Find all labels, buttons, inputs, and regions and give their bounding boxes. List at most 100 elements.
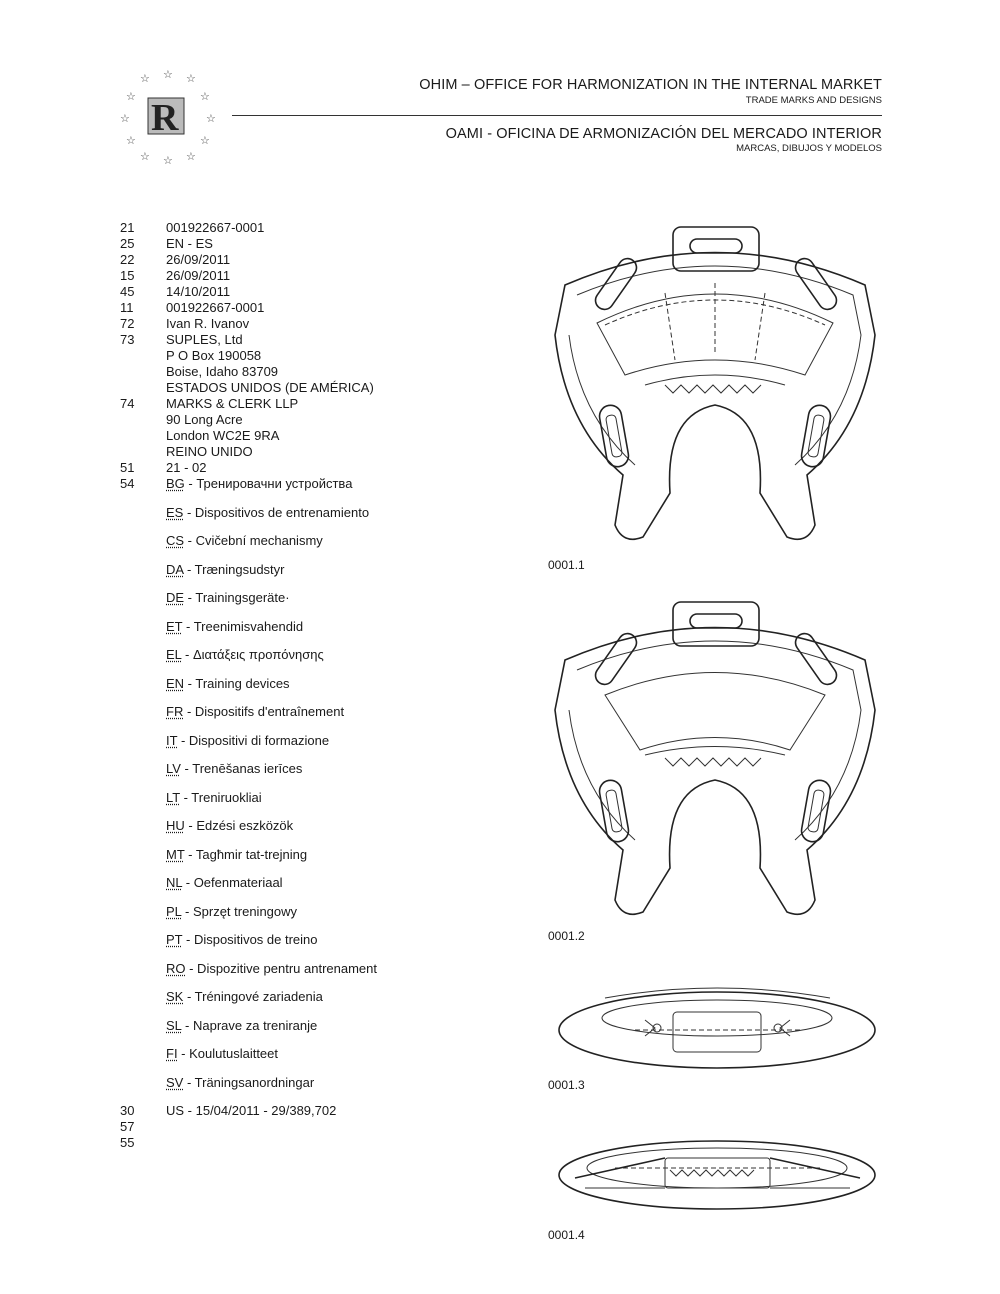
lang-item-pl: PL - Sprzęt treningowy	[166, 904, 297, 920]
lang-text: - Dispositifs d'entraînement	[183, 704, 345, 719]
field-code-55: 55	[120, 1135, 135, 1150]
lang-item-da: DA - Træningsudstyr	[166, 562, 285, 578]
field-code-30: 30	[120, 1103, 135, 1118]
lang-code: SL	[166, 1018, 182, 1033]
lang-item-fr: FR - Dispositifs d'entraînement	[166, 704, 344, 720]
lang-item-nl: NL - Oefenmateriaal	[166, 875, 283, 891]
figure-label-0001-3: 0001.3	[548, 1078, 585, 1092]
holder-line-3: Boise, Idaho 83709	[166, 364, 279, 379]
lang-item-sk: SK - Tréningové zariadenia	[166, 989, 323, 1005]
filing-date: 26/09/2011	[166, 252, 231, 267]
lang-code: IT	[166, 733, 178, 748]
lang-code: FR	[166, 704, 184, 719]
designer-name: Ivan R. Ivanov	[166, 316, 250, 331]
logo-emblem-icon: ☆ ☆ ☆ ☆ ☆ ☆ ☆ ☆ ☆ ☆ ☆ ☆ R	[120, 69, 216, 167]
lang-text: - Dispozitive pentru antrenament	[185, 961, 377, 976]
lang-item-sv: SV - Träningsanordningar	[166, 1075, 314, 1091]
lang-code: LV	[166, 761, 181, 776]
field-code-22: 22	[120, 252, 135, 267]
lang-text: - Koulutuslaitteet	[177, 1046, 279, 1061]
lang-text: - Training devices	[184, 676, 290, 691]
lang-text: - Treniruokliai	[179, 790, 262, 805]
locarno-class: 21 - 02	[166, 460, 207, 475]
lang-item-bg: BG - Тренировачни устройства	[166, 476, 352, 492]
field-code-15: 15	[120, 268, 135, 283]
field-code-54: 54	[120, 476, 135, 491]
header-subtitle-es: MARCAS, DIBUJOS Y MODELOS	[736, 143, 882, 154]
figure-label-0001-2: 0001.2	[548, 929, 585, 943]
lang-item-en: EN - Training devices	[166, 676, 290, 692]
lang-text: - Dispositivi di formazione	[177, 733, 330, 748]
holder-line-1: SUPLES, Ltd	[166, 332, 243, 347]
design-view-0001-4	[558, 1140, 876, 1210]
lang-code: SV	[166, 1075, 184, 1090]
lang-text: - Tréningové zariadenia	[183, 989, 323, 1004]
design-view-0001-1	[554, 226, 876, 541]
lang-text: - Trenēšanas ierīces	[180, 761, 303, 776]
design-number: 001922667-0001	[166, 300, 265, 315]
lang-item-sl: SL - Naprave za treniranje	[166, 1018, 317, 1034]
field-code-74: 74	[120, 396, 135, 411]
svg-text:☆: ☆	[163, 69, 173, 81]
svg-text:☆: ☆	[186, 73, 196, 85]
lang-text: - Treenimisvahendid	[182, 619, 304, 634]
publication-date: 14/10/2011	[166, 284, 231, 299]
svg-text:☆: ☆	[120, 113, 130, 125]
lang-code: SK	[166, 989, 184, 1004]
lang-code: ET	[166, 619, 183, 634]
lang-code: MT	[166, 847, 185, 862]
lang-item-pt: PT - Dispositivos de treino	[166, 932, 318, 948]
lang-code: LT	[166, 790, 180, 805]
field-code-21: 21	[120, 220, 135, 235]
lang-text: - Tagħmir tat-trejning	[184, 847, 308, 862]
design-view-0001-3	[558, 987, 876, 1069]
header-divider	[232, 115, 882, 116]
lang-item-ro: RO - Dispozitive pentru antrenament	[166, 961, 377, 977]
representative-line-1: MARKS & CLERK LLP	[166, 396, 299, 411]
design-view-0001-2	[554, 601, 876, 916]
svg-text:☆: ☆	[186, 151, 196, 163]
lang-item-fi: FI - Koulutuslaitteet	[166, 1046, 278, 1062]
lang-text: - Träningsanordningar	[183, 1075, 315, 1090]
logo-letter: R	[151, 97, 179, 139]
lang-text: - Dispositivos de treino	[182, 932, 318, 947]
field-code-72: 72	[120, 316, 135, 331]
lang-text: - Тренировачни устройства	[184, 476, 353, 491]
registration-number: 001922667-0001	[166, 220, 265, 235]
lang-item-es: ES - Dispositivos de entrenamiento	[166, 505, 369, 521]
field-code-57: 57	[120, 1119, 135, 1134]
lang-item-hu: HU - Edzési eszközök	[166, 818, 293, 834]
representative-line-2: 90 Long Acre	[166, 412, 243, 427]
lang-code: EL	[166, 647, 182, 662]
lang-code: BG	[166, 476, 185, 491]
lang-text: - Edzési eszközök	[184, 818, 294, 833]
lang-text: - Oefenmateriaal	[182, 875, 283, 890]
lang-item-it: IT - Dispositivi di formazione	[166, 733, 329, 749]
lang-code: ES	[166, 505, 184, 520]
lang-text: - Διατάξεις προπόνησης	[181, 647, 324, 662]
lang-text: - Trainingsgeräte·	[184, 590, 290, 605]
field-code-25: 25	[120, 236, 135, 251]
lang-code: PT	[166, 932, 183, 947]
lang-text: - Cvičební mechanismy	[184, 533, 323, 548]
lang-item-de: DE - Trainingsgeräte·	[166, 590, 290, 606]
lang-code: DE	[166, 590, 185, 605]
svg-text:☆: ☆	[126, 135, 136, 147]
lang-code: NL	[166, 875, 183, 890]
field-code-45: 45	[120, 284, 135, 299]
header-title-en: OHIM – OFFICE FOR HARMONIZATION IN THE I…	[419, 77, 882, 93]
languages-field: EN - ES	[166, 236, 213, 251]
lang-text: - Sprzęt treningowy	[181, 904, 298, 919]
lang-code: FI	[166, 1046, 178, 1061]
lang-text: - Træningsudstyr	[183, 562, 285, 577]
field-code-51: 51	[120, 460, 135, 475]
lang-item-cs: CS - Cvičební mechanismy	[166, 533, 323, 549]
lang-code: HU	[166, 818, 185, 833]
figure-label-0001-1: 0001.1	[548, 558, 585, 572]
svg-text:☆: ☆	[140, 151, 150, 163]
header-subtitle-en: TRADE MARKS AND DESIGNS	[745, 95, 882, 106]
lang-code: DA	[166, 562, 184, 577]
holder-line-4: ESTADOS UNIDOS (DE AMÉRICA)	[166, 380, 374, 395]
representative-line-3: London WC2E 9RA	[166, 428, 280, 443]
svg-text:☆: ☆	[140, 73, 150, 85]
